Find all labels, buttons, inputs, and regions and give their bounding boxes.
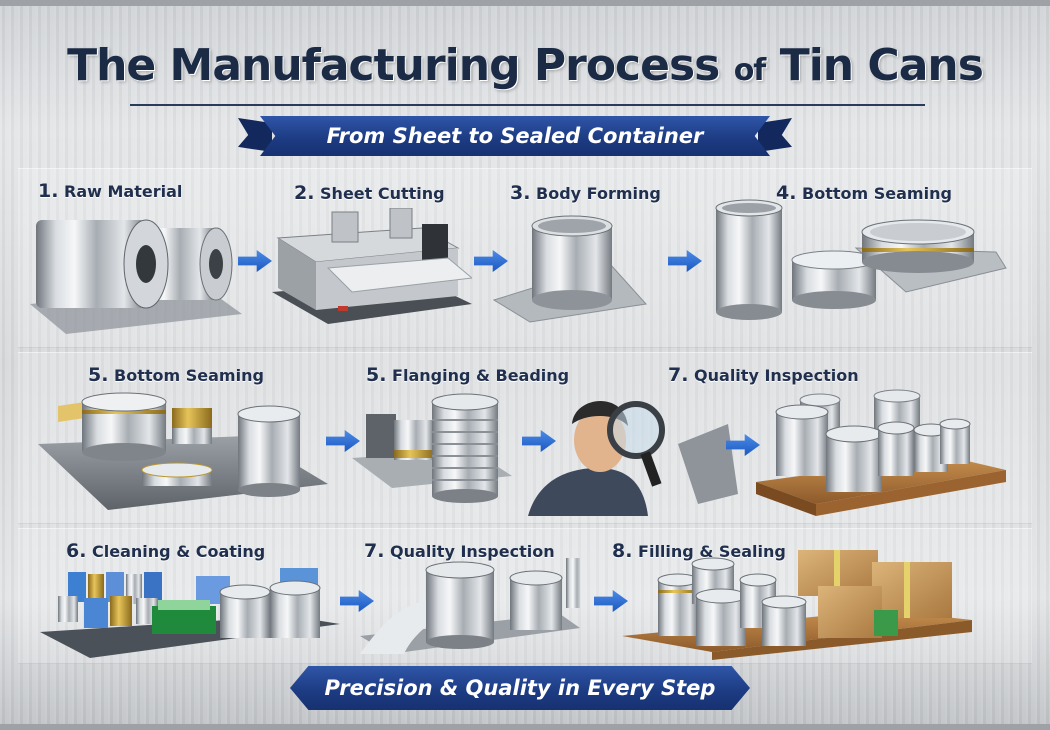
bottom-seaming-5-scene bbox=[28, 392, 328, 516]
step-label-cleaning-coating: 6. Cleaning & Coating bbox=[66, 540, 266, 562]
step-label-filling-sealing: 8. Filling & Sealing bbox=[612, 540, 786, 562]
step-label-quality-inspection-2: 7. Quality Inspection bbox=[364, 540, 555, 562]
can-body-icon bbox=[237, 405, 301, 497]
filling-sealing-scene bbox=[622, 540, 982, 660]
subtitle-text: From Sheet to Sealed Container bbox=[326, 124, 704, 148]
step-label-quality-inspection-1: 7. Quality Inspection bbox=[668, 364, 859, 386]
can-body-icon bbox=[425, 561, 495, 649]
step-label-flanging-beading: 5. Flanging & Beading bbox=[366, 364, 570, 386]
step-label-bottom-seaming-4: 4. Bottom Seaming bbox=[776, 182, 952, 204]
glove-hand bbox=[360, 600, 446, 654]
body-forming-scene bbox=[490, 212, 650, 327]
can-group bbox=[657, 557, 807, 646]
can-lid-icon bbox=[141, 462, 213, 486]
flanging-beading-scene bbox=[352, 392, 522, 510]
inspector-body bbox=[528, 468, 648, 516]
step-label-body-forming: 3. Body Forming bbox=[510, 182, 661, 204]
can-body-icon bbox=[81, 392, 167, 461]
can-group bbox=[775, 389, 971, 492]
step-label-bottom-seaming-5: 5. Bottom Seaming bbox=[88, 364, 264, 386]
title-main: The Manufacturing Process bbox=[67, 40, 720, 91]
subtitle-ribbon: From Sheet to Sealed Container bbox=[260, 116, 770, 156]
can-body-icon bbox=[715, 199, 783, 320]
pallet-cans-scene bbox=[756, 386, 1016, 516]
page-title: The Manufacturing Process of Tin Cans bbox=[0, 40, 1050, 91]
cardboard-box-icon bbox=[798, 550, 952, 638]
can-lid-icon bbox=[861, 219, 975, 273]
raw-material-scene bbox=[26, 206, 246, 336]
title-of: of bbox=[733, 53, 767, 88]
bottom-seaming-4-scene bbox=[706, 196, 1016, 331]
step-label-raw-material: 1. Raw Material bbox=[38, 180, 183, 202]
coating-tray bbox=[152, 606, 216, 634]
title-end: Tin Cans bbox=[779, 40, 984, 91]
inspection-scene-1 bbox=[528, 384, 748, 516]
can-lid-icon bbox=[791, 250, 877, 309]
can-body-icon bbox=[531, 215, 613, 310]
frame-top bbox=[0, 0, 1050, 6]
title-underline bbox=[130, 104, 925, 106]
footer-ribbon: Precision & Quality in Every Step bbox=[290, 666, 750, 710]
step-label-sheet-cutting: 2. Sheet Cutting bbox=[294, 182, 445, 204]
inspection-scene-2 bbox=[360, 556, 580, 656]
footer-text: Precision & Quality in Every Step bbox=[324, 676, 716, 700]
frame-bottom bbox=[0, 724, 1050, 730]
cutting-machine-icon bbox=[272, 208, 472, 324]
can-body-icon bbox=[509, 570, 563, 630]
can-body-icon bbox=[219, 580, 321, 638]
steel-coil-icon bbox=[36, 219, 169, 309]
magnifier-icon bbox=[607, 401, 665, 487]
cleaning-coating-scene bbox=[40, 562, 340, 662]
can-body-icon bbox=[431, 393, 499, 503]
sheet-cutting-scene bbox=[272, 208, 472, 333]
